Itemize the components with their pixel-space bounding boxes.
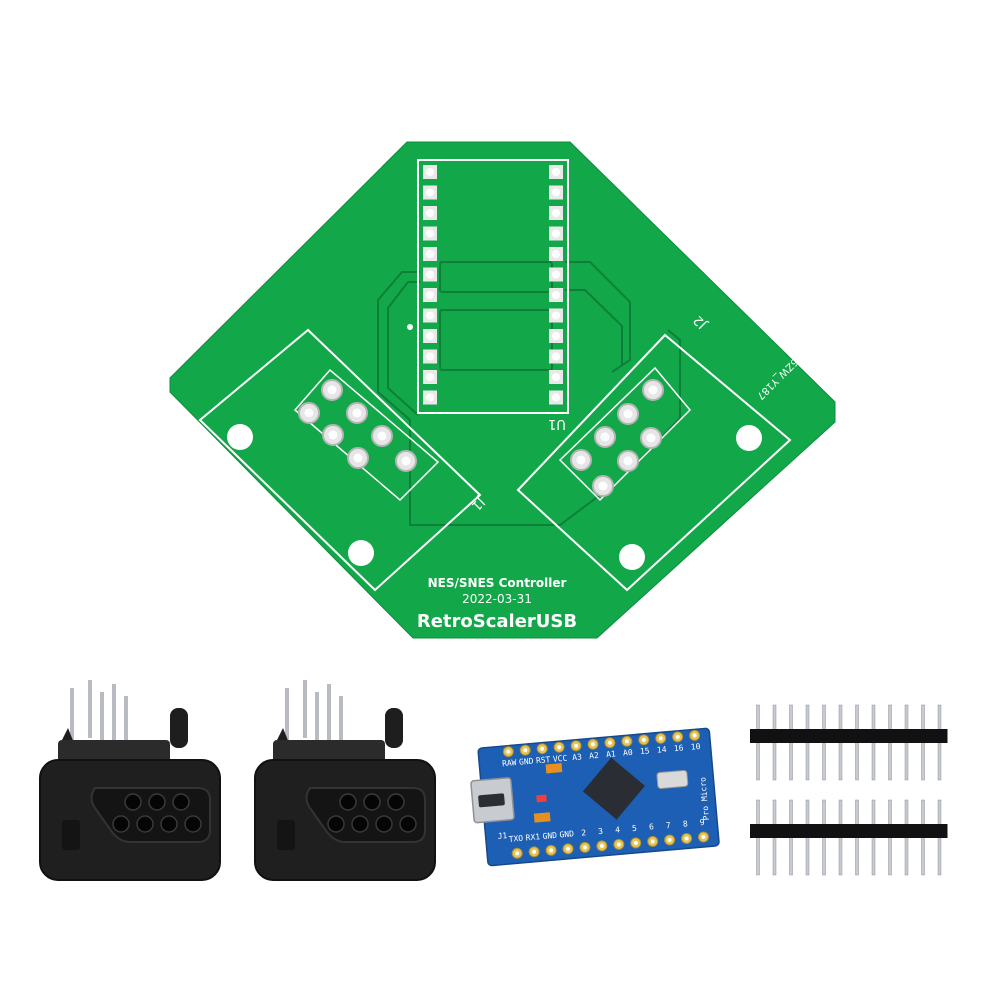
pin-label: 6 — [649, 822, 655, 831]
connector-pin — [112, 684, 116, 740]
controller-port-2 — [254, 680, 436, 881]
connector-pin — [124, 696, 128, 746]
connector-pin — [327, 684, 331, 740]
socket-contact — [375, 815, 393, 833]
u1-footprint — [417, 159, 569, 414]
pin-label: A0 — [623, 748, 634, 758]
connector-pin — [70, 688, 74, 743]
mounting-peg — [170, 708, 188, 748]
controller-port-1 — [39, 680, 221, 881]
socket-contact — [184, 815, 202, 833]
crystal — [656, 769, 689, 790]
capacitor-2 — [533, 812, 551, 823]
pcb-board: NES/SNES Controller 2022-03-31 RetroScal… — [169, 141, 836, 639]
connector-pin — [285, 688, 289, 743]
j2-footprint — [516, 333, 792, 592]
pro-micro-label: Pro Micro — [698, 777, 711, 821]
socket-contact — [136, 815, 154, 833]
connector-pin — [88, 680, 92, 738]
j1-footprint — [198, 328, 482, 592]
connector-pin — [315, 692, 319, 744]
connector-pin — [100, 692, 104, 744]
pin-label: GND — [519, 757, 534, 767]
pin-label: VCC — [553, 754, 568, 764]
silk-brand: RetroScalerUSB — [417, 611, 577, 632]
pin-label: 3 — [598, 827, 604, 836]
pin-header-strip-1 — [750, 704, 948, 781]
pin-label: 14 — [657, 745, 668, 755]
microcontroller-chip — [582, 757, 645, 820]
pin-label: RST — [536, 755, 551, 765]
pro-micro-ref: J1 — [497, 831, 508, 841]
pin-label: GND — [559, 829, 574, 839]
pin-label: A1 — [606, 749, 617, 759]
pin-label: RX1 — [525, 832, 540, 842]
pin-label: A2 — [589, 751, 600, 761]
silk-title: NES/SNES Controller — [428, 576, 567, 590]
pin-label: GND — [542, 831, 557, 841]
pin-label: 15 — [640, 746, 651, 756]
socket-contact — [327, 815, 345, 833]
silk-date: 2022-03-31 — [462, 592, 532, 606]
connector-pin — [303, 680, 307, 738]
pin-label: RAW — [502, 758, 517, 768]
header-plastic-bar — [750, 824, 948, 838]
socket-contact — [339, 793, 357, 811]
pin-label: 4 — [615, 825, 621, 834]
socket-contact — [363, 793, 381, 811]
socket-contact — [160, 815, 178, 833]
pin-label: 10 — [690, 742, 701, 752]
socket-contact — [351, 815, 369, 833]
socket-contact — [148, 793, 166, 811]
pin-label: 5 — [632, 824, 638, 833]
pin-label: A3 — [572, 752, 583, 762]
socket-contact — [172, 793, 190, 811]
socket-contact — [399, 815, 417, 833]
socket-contact — [124, 793, 142, 811]
mounting-peg — [385, 708, 403, 748]
socket-contact — [112, 815, 130, 833]
pin-label: 2 — [581, 828, 587, 837]
led — [536, 794, 547, 803]
mounting-holes — [227, 424, 762, 570]
u1-socket-holes — [423, 165, 563, 405]
pin-label: 16 — [673, 743, 684, 753]
pin-label: TXO — [508, 834, 523, 844]
header-plastic-bar — [750, 729, 948, 743]
connector-pin — [339, 696, 343, 746]
pin-label: 8 — [683, 819, 689, 828]
pin-label: 7 — [666, 821, 672, 830]
socket-contact — [387, 793, 405, 811]
capacitor-1 — [545, 763, 563, 774]
pin-label: 9 — [699, 818, 705, 827]
pin-header-strip-2 — [750, 799, 948, 876]
pin1-marker — [407, 324, 413, 330]
silk-u1-ref: U1 — [548, 416, 566, 431]
